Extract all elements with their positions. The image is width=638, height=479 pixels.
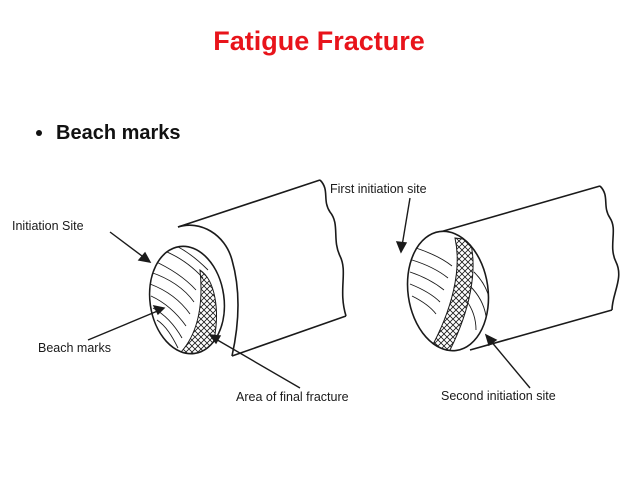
label-second-initiation-site: Second initiation site	[441, 389, 556, 403]
arrowhead-icon	[208, 334, 222, 345]
arrowhead-icon	[137, 251, 152, 263]
arrowhead-icon	[152, 305, 166, 316]
arrow-initiation-site	[109, 231, 147, 260]
arrow-area-final-fracture	[213, 337, 301, 389]
label-initiation-site: Initiation Site	[12, 219, 84, 233]
fatigue-diagram: Initiation Site Beach marks Area of fina…	[12, 179, 620, 404]
arrowhead-icon	[395, 241, 408, 254]
arrow-first-initiation-site	[401, 197, 411, 247]
callout-arrows	[87, 197, 531, 389]
right-beach-marks	[409, 247, 491, 331]
bullet-dot-icon	[36, 130, 42, 136]
label-area-final-fracture: Area of final fracture	[236, 390, 349, 404]
left-beach-marks	[149, 243, 209, 349]
arrow-beach-marks	[87, 309, 161, 341]
label-first-initiation-site: First initiation site	[330, 182, 427, 196]
bullet-text: Beach marks	[56, 121, 181, 144]
fatigue-fracture-figure: Initiation Site Beach marks Area of fina…	[0, 160, 638, 420]
arrow-second-initiation-site	[489, 339, 531, 389]
bullet-item: Beach marks	[36, 118, 181, 148]
label-beach-marks: Beach marks	[38, 341, 111, 355]
left-shaft	[148, 179, 347, 357]
slide-title: Fatigue Fracture	[213, 26, 425, 56]
right-shaft	[406, 185, 620, 352]
arrowhead-icon	[484, 333, 498, 347]
